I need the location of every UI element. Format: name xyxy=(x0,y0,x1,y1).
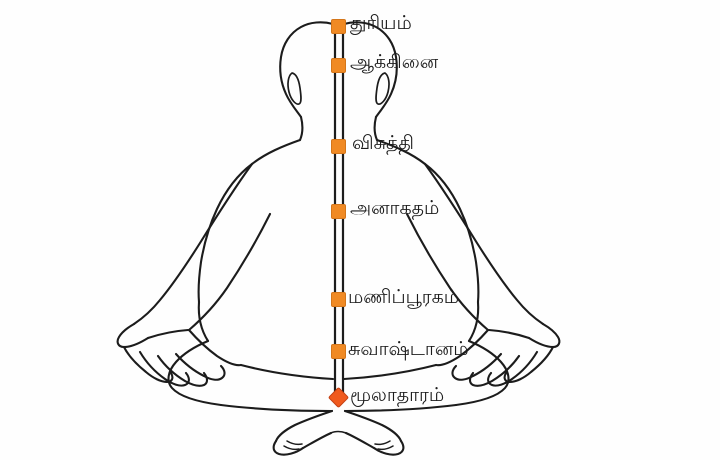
chakra-label-moolaatharam: மூலாதாரம் xyxy=(350,385,445,406)
left-ankle xyxy=(274,409,334,443)
left-foot-outline xyxy=(272,439,305,456)
right-toes-1 xyxy=(377,445,394,451)
chakra-label-manipooragam: மணிப்பூரகம் xyxy=(348,287,460,308)
right-hand-palm-edge xyxy=(434,328,490,367)
right-upper-arm-outer xyxy=(423,162,545,326)
right-ankle xyxy=(343,409,403,443)
left-hand-finger-4 xyxy=(174,352,226,381)
left-upper-arm-inner xyxy=(187,212,272,332)
right-hand-finger-4 xyxy=(451,352,503,381)
right-hand-finger-2 xyxy=(487,350,539,387)
chakra-label-aakkinai: ஆக்கினை xyxy=(350,52,439,73)
torso-left-outline xyxy=(197,138,302,304)
right-hand-finger-1 xyxy=(503,345,555,384)
right-upper-arm-inner xyxy=(405,212,490,332)
torso-right-outline xyxy=(375,138,480,304)
left-thigh-outer xyxy=(167,339,223,407)
right-hand-thumb-edge xyxy=(527,322,561,349)
left-foot-top xyxy=(301,431,333,450)
chakra-label-turiyam: துரியம் xyxy=(350,13,412,34)
left-upper-arm-outer xyxy=(132,162,254,326)
chakra-label-suvaashtaanam: சுவாஷ்டானம் xyxy=(348,339,469,360)
left-hand-finger-2 xyxy=(138,350,190,387)
right-foot-top xyxy=(344,431,376,450)
left-thigh-top xyxy=(239,363,335,381)
left-hand-palm-edge xyxy=(187,328,243,367)
chakra-dot-suvaashtaanam[interactable] xyxy=(331,344,346,359)
left-toes-2 xyxy=(286,440,303,446)
left-toes-1 xyxy=(283,445,300,451)
chakra-dot-anaagatham[interactable] xyxy=(331,204,346,219)
feet-cross-line xyxy=(330,430,347,434)
left-hand-finger-1 xyxy=(122,345,174,384)
head-left-outline xyxy=(279,21,335,119)
right-shin-lower xyxy=(343,403,458,413)
right-thigh-outer xyxy=(454,339,510,407)
chakra-dot-aakkinai[interactable] xyxy=(331,58,346,73)
neck-left xyxy=(298,115,304,142)
left-ear xyxy=(287,72,302,105)
right-toes-2 xyxy=(374,440,391,446)
left-hand-back xyxy=(146,328,190,340)
right-hand-back xyxy=(487,328,531,340)
chakra-dot-manipooragam[interactable] xyxy=(331,292,346,307)
waist-right xyxy=(467,300,480,343)
waist-left xyxy=(197,300,210,343)
right-thigh-top xyxy=(342,363,438,381)
right-foot-outline xyxy=(372,439,405,456)
neck-right xyxy=(373,115,379,142)
chakra-label-anaagatham: அனாகதம் xyxy=(350,198,440,219)
head-right-outline xyxy=(342,21,398,119)
left-shin-lower xyxy=(219,403,334,413)
right-ear xyxy=(375,72,390,105)
chakra-dot-turiyam[interactable] xyxy=(331,19,346,34)
chakra-dot-visuththi[interactable] xyxy=(331,139,346,154)
chakra-label-visuththi: விசுத்தி xyxy=(352,133,414,154)
left-hand-thumb-edge xyxy=(116,322,150,349)
